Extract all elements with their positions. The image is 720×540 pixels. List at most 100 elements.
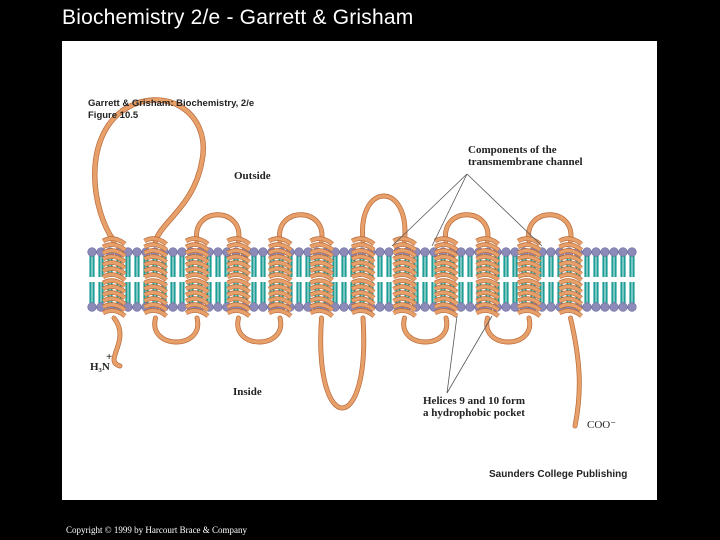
helix-turn: [517, 249, 542, 258]
helix-turn: [309, 243, 334, 252]
lipid-head: [582, 247, 592, 257]
helix-turn: [226, 309, 251, 318]
helix-turn: [475, 285, 500, 294]
lipid-head: [258, 247, 268, 257]
helix-turn: [392, 279, 417, 288]
helix-turn: [558, 303, 583, 312]
transmembrane-diagram: [87, 97, 637, 429]
helix-turn: [517, 267, 542, 276]
helix-turn: [558, 249, 583, 258]
helix-turn: [226, 273, 251, 282]
lipid-head: [456, 302, 466, 312]
helix-turn: [475, 237, 500, 246]
helix-turn: [143, 243, 168, 252]
helix-turn: [309, 297, 334, 306]
helix-turn: [309, 303, 334, 312]
n-terminus-charge: +: [106, 351, 113, 363]
helix-turn: [475, 291, 500, 300]
lipid-head: [384, 247, 394, 257]
lipid-head: [546, 247, 556, 257]
helix-turn: [143, 279, 168, 288]
outside-label: Outside: [234, 170, 271, 182]
protein-loop: [485, 316, 532, 344]
helix-turn: [517, 291, 542, 300]
helix-turn: [102, 237, 127, 246]
helix-turn: [475, 279, 500, 288]
helix-turn: [143, 261, 168, 270]
helix-turn: [143, 273, 168, 282]
helix-turn: [309, 261, 334, 270]
helix-turn: [268, 309, 293, 318]
helix-turn: [558, 261, 583, 270]
helix-turn: [475, 243, 500, 252]
helix-turn: [268, 267, 293, 276]
helix-turn: [517, 261, 542, 270]
lipid-head: [177, 302, 187, 312]
helix-turn: [143, 285, 168, 294]
helix-turn: [268, 303, 293, 312]
helices-label-line1: Helices 9 and 10 form: [423, 395, 526, 407]
helix-turn: [351, 243, 376, 252]
helix-turn: [558, 291, 583, 300]
helix-turn: [351, 279, 376, 288]
helix-turn: [185, 303, 210, 312]
helix-turn: [268, 255, 293, 264]
helix-turn: [185, 273, 210, 282]
helix-turn: [392, 255, 417, 264]
helix-turn: [434, 285, 459, 294]
helix-turn: [434, 255, 459, 264]
lipid-head: [168, 247, 178, 257]
callout-lines: [391, 173, 543, 394]
lipid-head: [627, 302, 637, 312]
helix-turn: [434, 273, 459, 282]
components-label-line1: Components of the: [468, 144, 557, 156]
helix-turn: [102, 273, 127, 282]
helix-turn: [351, 249, 376, 258]
helix-turn: [143, 297, 168, 306]
helix-turn: [434, 291, 459, 300]
helix-turn: [226, 267, 251, 276]
helix-turn: [558, 297, 583, 306]
figure-reference-book: Garrett & Grisham: Biochemistry, 2/e: [88, 98, 255, 109]
protein-loop: [277, 213, 324, 243]
helix-turn: [268, 261, 293, 270]
helix-turn: [558, 285, 583, 294]
helix-turn: [185, 249, 210, 258]
helix-turn: [558, 273, 583, 282]
protein-loop: [443, 213, 490, 243]
copyright-notice: Copyright © 1999 by Harcourt Brace & Com…: [66, 525, 248, 535]
components-label-line2: transmembrane channel: [468, 156, 583, 168]
helix-turn: [226, 279, 251, 288]
helix-turn: [185, 279, 210, 288]
helix-turn: [143, 309, 168, 318]
helix-turn: [392, 291, 417, 300]
helix-turn: [102, 267, 127, 276]
c-terminus-label: COO⁻: [587, 419, 617, 431]
helix-turn: [475, 249, 500, 258]
protein-loops: [92, 97, 582, 429]
helix-turn: [392, 249, 417, 258]
helix-turn: [268, 279, 293, 288]
helix-turn: [309, 285, 334, 294]
helix-turn: [434, 279, 459, 288]
helix-turn: [558, 255, 583, 264]
helix-turn: [517, 243, 542, 252]
helix-turn: [143, 255, 168, 264]
lipid-head: [177, 247, 187, 257]
callout-line: [446, 315, 493, 394]
lipid-head: [375, 247, 385, 257]
helix-turn: [392, 309, 417, 318]
lipid-head: [87, 302, 97, 312]
helix-turn: [434, 297, 459, 306]
helix-turn: [185, 267, 210, 276]
helix-turn: [102, 261, 127, 270]
callout-line: [391, 173, 468, 247]
helix-turn: [475, 309, 500, 318]
lipid-head: [168, 302, 178, 312]
lipid-head: [618, 302, 628, 312]
lipid-head: [600, 302, 610, 312]
helix-turn: [392, 303, 417, 312]
lipid-head: [384, 302, 394, 312]
slide-title: Biochemistry 2/e - Garrett & Grisham: [62, 6, 414, 29]
helix-turn: [185, 261, 210, 270]
